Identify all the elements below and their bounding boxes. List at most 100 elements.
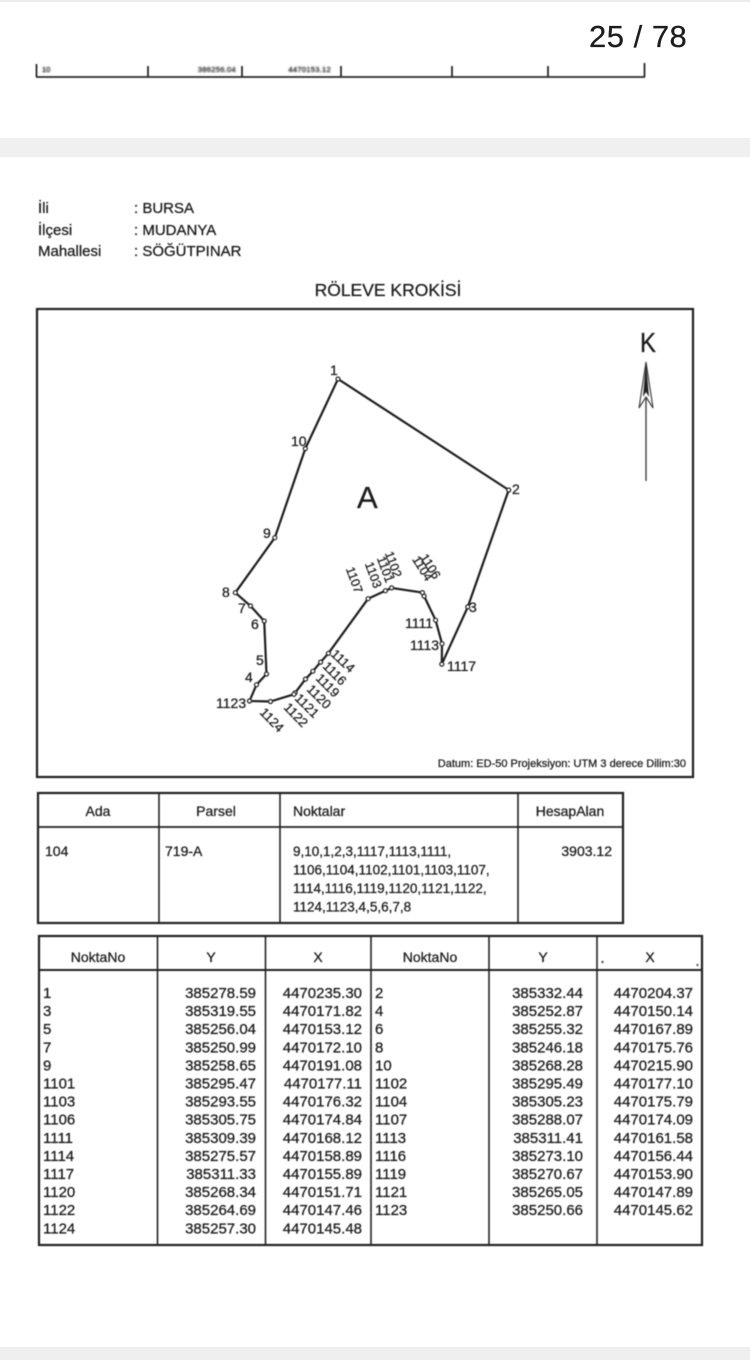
svg-text:X: X [313, 949, 323, 965]
svg-text:1124,1123,4,5,6,7,8: 1124,1123,4,5,6,7,8 [293, 900, 411, 915]
svg-text:385305.75: 385305.75 [185, 1112, 256, 1129]
svg-text:4470145.48: 4470145.48 [283, 1220, 362, 1237]
svg-text:K: K [640, 327, 656, 358]
svg-text:4470174.84: 4470174.84 [283, 1112, 362, 1129]
svg-text:3: 3 [469, 599, 477, 615]
svg-text:3903.12: 3903.12 [561, 843, 612, 859]
svg-text:3: 3 [43, 1003, 51, 1020]
svg-text:4470147.89: 4470147.89 [614, 1184, 693, 1201]
svg-text:1120: 1120 [43, 1184, 75, 1201]
svg-text:4470153.12: 4470153.12 [288, 65, 331, 74]
svg-text:385273.10: 385273.10 [512, 1148, 583, 1165]
svg-text:385256.04: 385256.04 [185, 1021, 256, 1038]
svg-text:10: 10 [375, 1057, 392, 1074]
svg-text:4470174.09: 4470174.09 [614, 1112, 693, 1129]
svg-text:HesapAlan: HesapAlan [536, 803, 605, 819]
svg-text:4470176.32: 4470176.32 [283, 1094, 362, 1111]
svg-text:1117: 1117 [43, 1166, 74, 1183]
svg-text:8: 8 [222, 584, 230, 600]
svg-text:4470204.37: 4470204.37 [614, 985, 693, 1002]
svg-text:4470158.89: 4470158.89 [283, 1148, 362, 1165]
svg-text:4470150.14: 4470150.14 [614, 1003, 693, 1020]
svg-text:Datum: ED-50 Projeksiyon: UTM: Datum: ED-50 Projeksiyon: UTM 3 derece D… [438, 758, 686, 770]
svg-text:Ada: Ada [86, 803, 111, 819]
svg-text:385332.44: 385332.44 [512, 985, 583, 1002]
svg-text:8: 8 [375, 1039, 383, 1056]
svg-text:Parsel: Parsel [196, 803, 236, 819]
svg-text:6: 6 [375, 1021, 383, 1038]
svg-text:1102: 1102 [375, 1076, 407, 1093]
svg-text:5: 5 [43, 1021, 51, 1038]
svg-text:1107: 1107 [375, 1112, 407, 1129]
svg-text:4: 4 [375, 1003, 383, 1020]
svg-text:385268.28: 385268.28 [512, 1057, 583, 1074]
svg-text:1117: 1117 [447, 658, 476, 674]
svg-text:1123: 1123 [375, 1202, 407, 1219]
svg-text:385250.99: 385250.99 [185, 1039, 256, 1056]
svg-text:1106: 1106 [43, 1112, 75, 1129]
svg-text:4470177.11: 4470177.11 [284, 1076, 362, 1093]
svg-text:1111: 1111 [405, 615, 433, 631]
svg-text:385295.49: 385295.49 [512, 1076, 583, 1093]
svg-text:1116: 1116 [375, 1148, 406, 1165]
svg-text:4470171.82: 4470171.82 [283, 1003, 362, 1020]
svg-text:385264.69: 385264.69 [185, 1202, 256, 1219]
svg-text:385288.07: 385288.07 [512, 1112, 583, 1129]
svg-text:Y: Y [538, 949, 548, 965]
svg-text:4470172.10: 4470172.10 [283, 1039, 362, 1056]
svg-text:2: 2 [375, 985, 383, 1002]
svg-text:4470153.12: 4470153.12 [283, 1021, 362, 1038]
svg-text:1122: 1122 [43, 1202, 75, 1219]
svg-text:386256.04: 386256.04 [198, 65, 236, 74]
svg-text:4470153.90: 4470153.90 [614, 1166, 693, 1183]
svg-text:1101: 1101 [43, 1076, 75, 1093]
svg-text:Mahallesi: Mahallesi [38, 243, 101, 260]
svg-text:1106,1104,1102,1101,1103,1107,: 1106,1104,1102,1101,1103,1107, [293, 863, 490, 878]
svg-text:4470167.89: 4470167.89 [614, 1021, 693, 1038]
svg-text:1107: 1107 [343, 565, 365, 595]
svg-text:104: 104 [45, 843, 69, 859]
svg-text:4470177.10: 4470177.10 [614, 1076, 693, 1093]
svg-text:2: 2 [512, 481, 520, 497]
svg-text:385246.18: 385246.18 [512, 1039, 583, 1056]
svg-text:1123: 1123 [216, 695, 246, 711]
svg-text:385278.59: 385278.59 [185, 985, 256, 1002]
svg-text:10: 10 [291, 433, 307, 449]
svg-text:385252.87: 385252.87 [512, 1003, 583, 1020]
svg-text:4470168.12: 4470168.12 [283, 1130, 362, 1147]
svg-text:4470147.46: 4470147.46 [283, 1202, 362, 1219]
svg-text:Noktalar: Noktalar [293, 803, 345, 819]
svg-text:: MUDANYA: : MUDANYA [134, 222, 216, 239]
svg-text:İlçesi: İlçesi [38, 221, 72, 239]
svg-text:4470235.30: 4470235.30 [283, 985, 362, 1002]
svg-text:385250.66: 385250.66 [512, 1202, 583, 1219]
svg-text:5: 5 [256, 652, 264, 668]
svg-text:385309.39: 385309.39 [185, 1130, 256, 1147]
svg-text:4470155.89: 4470155.89 [283, 1166, 362, 1183]
svg-text:A: A [357, 480, 378, 515]
svg-text:385258.65: 385258.65 [185, 1057, 256, 1074]
svg-text:1: 1 [43, 985, 51, 1002]
svg-text:1111: 1111 [43, 1130, 73, 1147]
svg-text:4470191.08: 4470191.08 [283, 1057, 362, 1074]
svg-text:4470175.76: 4470175.76 [614, 1039, 693, 1056]
svg-text:: BURSA: : BURSA [134, 200, 194, 217]
svg-text:1104: 1104 [375, 1094, 407, 1111]
svg-text:1114: 1114 [43, 1148, 74, 1165]
svg-text:: SÖĞÜTPINAR: : SÖĞÜTPINAR [134, 242, 242, 260]
svg-text:385268.34: 385268.34 [185, 1184, 256, 1201]
svg-text:7: 7 [238, 600, 246, 616]
svg-text:1103: 1103 [43, 1094, 75, 1111]
svg-text:385257.30: 385257.30 [185, 1220, 256, 1237]
svg-text:9: 9 [43, 1057, 51, 1074]
svg-text:4470151.71: 4470151.71 [283, 1184, 362, 1201]
svg-text:385295.47: 385295.47 [185, 1076, 256, 1093]
svg-text:4470215.90: 4470215.90 [614, 1057, 693, 1074]
svg-text:4470156.44: 4470156.44 [614, 1148, 693, 1165]
svg-text:1113: 1113 [410, 637, 439, 653]
svg-text:385311.33: 385311.33 [186, 1166, 256, 1183]
svg-text:İli: İli [38, 199, 49, 217]
svg-text:9: 9 [263, 525, 271, 541]
svg-text:25 / 78: 25 / 78 [589, 19, 687, 54]
svg-text:1124: 1124 [43, 1220, 75, 1237]
